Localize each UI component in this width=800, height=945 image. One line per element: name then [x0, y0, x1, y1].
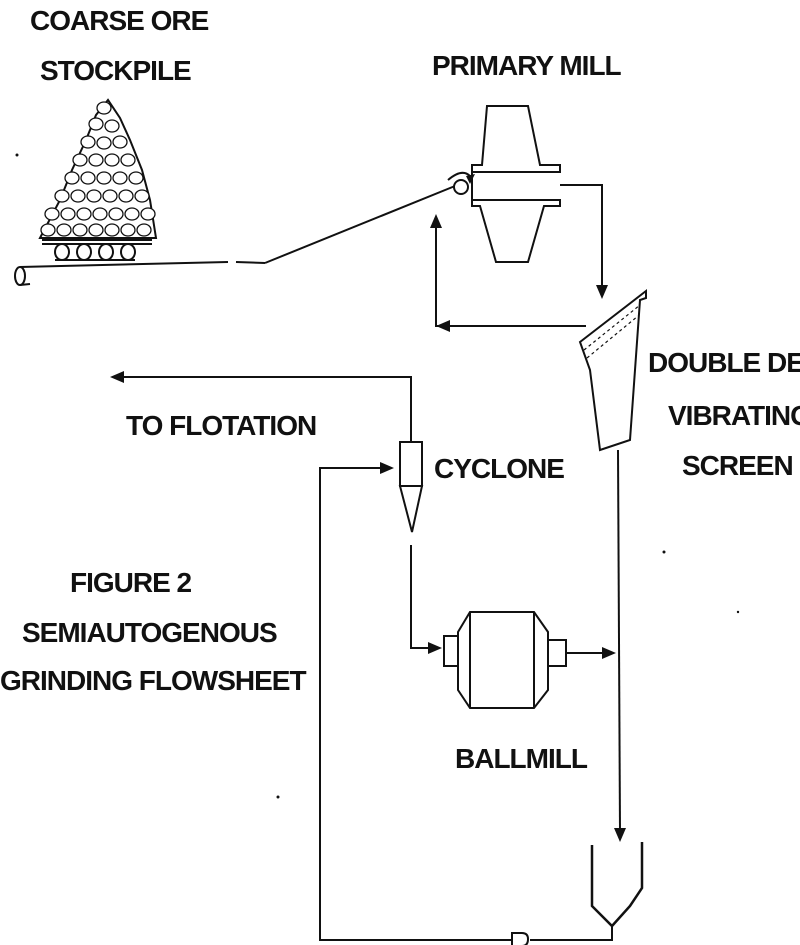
- primary-mill-label: PRIMARY MILL: [432, 50, 622, 81]
- cyclone-feed-line: [319, 462, 613, 941]
- figure-number: FIGURE 2: [70, 567, 192, 598]
- flotation-line: [110, 371, 412, 442]
- screen-undersize-line: [614, 449, 626, 842]
- stockpile-label-line2: STOCKPILE: [40, 55, 191, 86]
- double-deck-vibrating-screen: [578, 288, 647, 452]
- primary-mill: [471, 105, 561, 263]
- scan-specks: [15, 153, 740, 799]
- to-flotation-label: TO FLOTATION: [126, 410, 316, 441]
- figure-title-line2: GRINDING FLOWSHEET: [0, 665, 306, 696]
- screen-label-line3: SCREEN: [682, 450, 793, 481]
- screen-label-line2: VIBRATING: [668, 400, 800, 431]
- screen-label-line1: DOUBLE DECK: [648, 347, 800, 378]
- screen-oversize-recycle: [430, 214, 586, 332]
- sump: [590, 842, 644, 928]
- conveyor-belt: [14, 179, 469, 286]
- pump: [511, 932, 530, 945]
- figure-title-line1: SEMIAUTOGENOUS: [22, 617, 277, 648]
- mill-discharge-line: [560, 184, 608, 299]
- coarse-ore-stockpile: [38, 98, 158, 261]
- ballmill-label: BALLMILL: [455, 743, 588, 774]
- ballmill-discharge-line: [566, 647, 616, 659]
- cyclone-underflow-line: [410, 545, 442, 654]
- stockpile-label-line1: COARSE ORE: [30, 5, 209, 36]
- ball-mill: [443, 611, 567, 709]
- cyclone-label: CYCLONE: [434, 453, 564, 484]
- cyclone: [398, 441, 424, 533]
- mill-feed-arrow: [447, 171, 475, 184]
